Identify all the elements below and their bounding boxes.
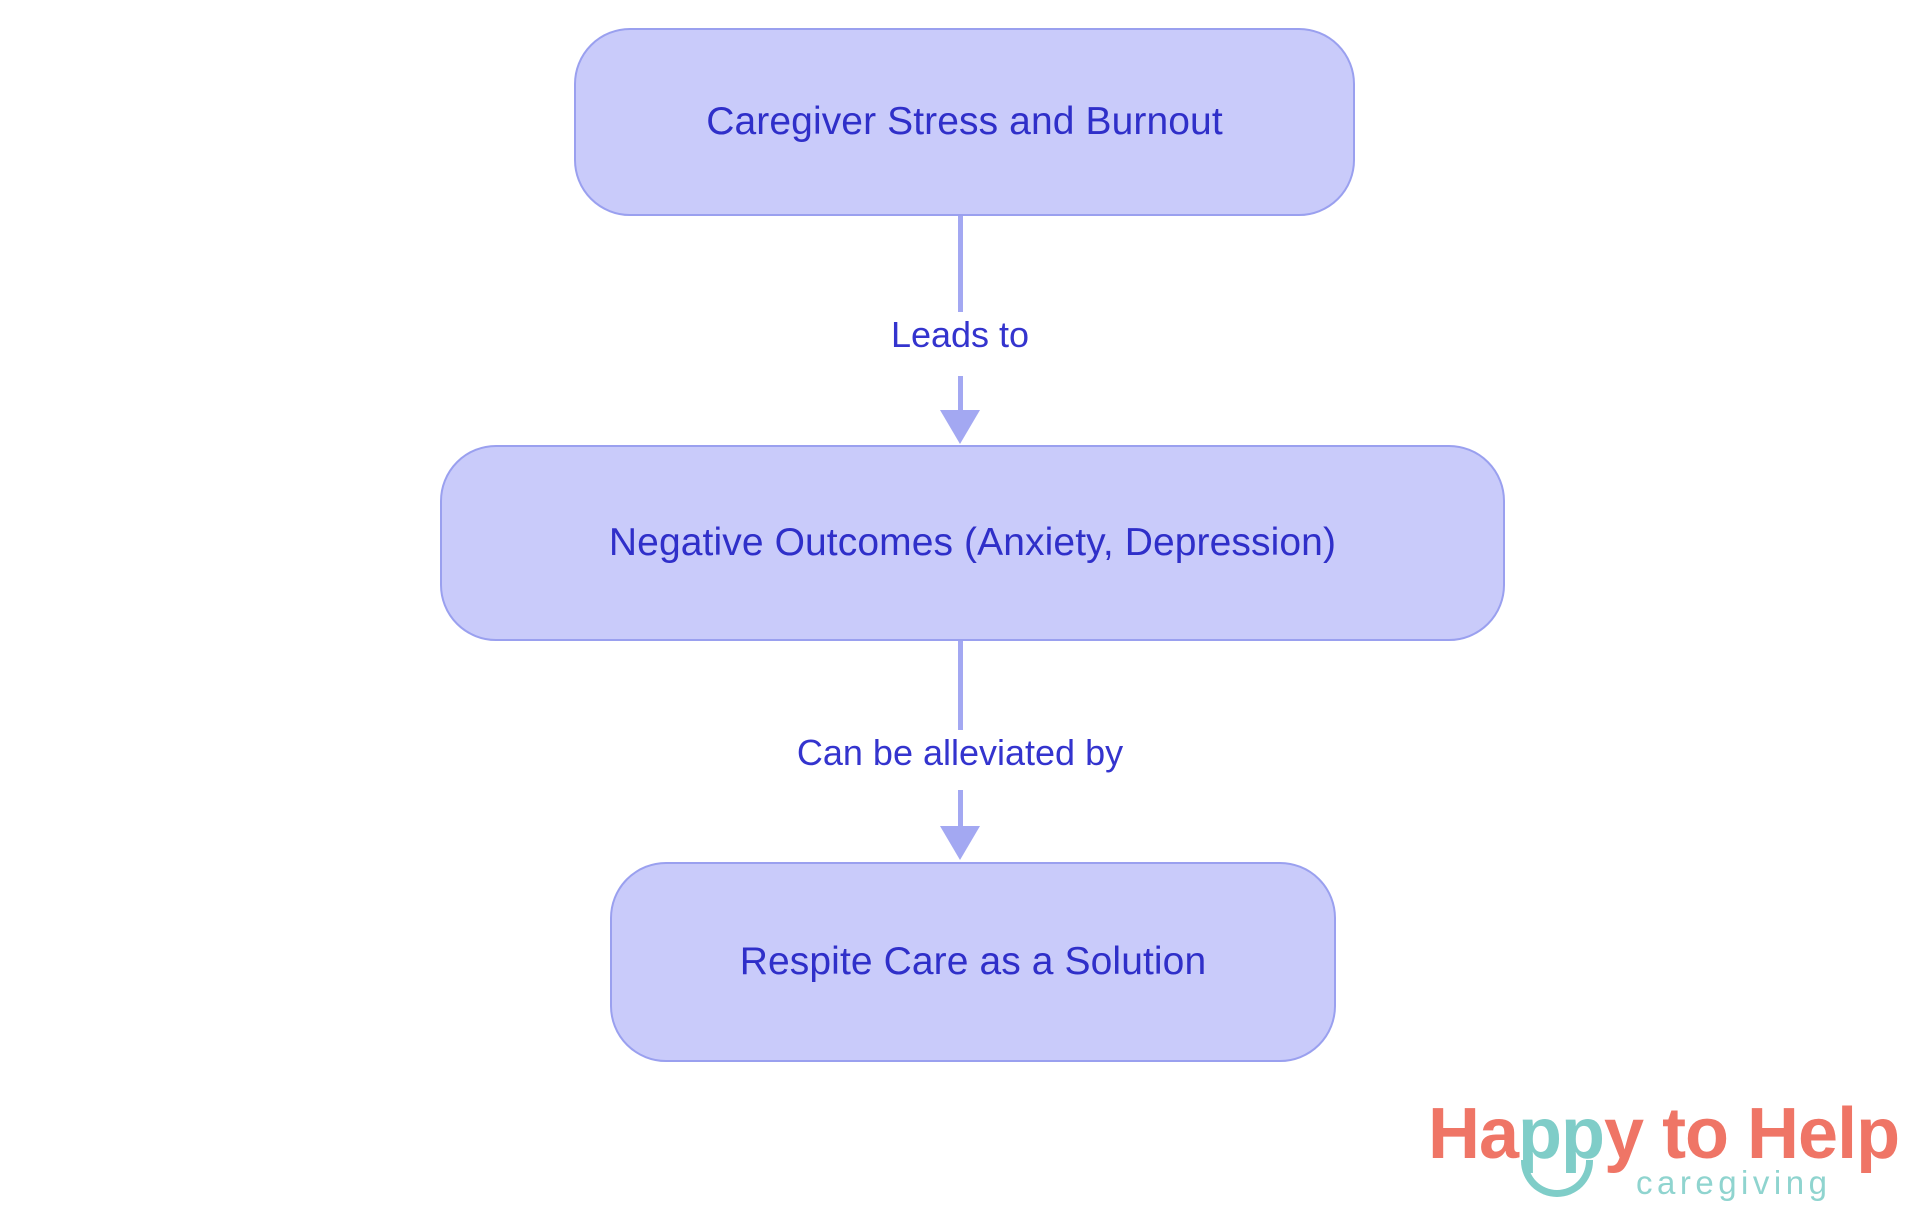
arrowhead-down-icon — [940, 826, 980, 860]
edge-line-lower-segment — [958, 376, 963, 412]
edge-line-lower-segment — [958, 790, 963, 828]
brand-tagline: caregiving — [1636, 1164, 1832, 1201]
node-caregiver-stress-and-burnout[interactable]: Caregiver Stress and Burnout — [574, 28, 1355, 216]
brand-wordmark: Happy to Help — [1428, 1098, 1900, 1170]
node-label: Negative Outcomes (Anxiety, Depression) — [608, 520, 1337, 564]
node-label: Caregiver Stress and Burnout — [706, 99, 1223, 143]
edge-line-upper-segment — [958, 216, 963, 336]
brand-wordmark-part-2: pp — [1518, 1094, 1605, 1174]
node-respite-care-as-a-solution[interactable]: Respite Care as a Solution — [610, 862, 1336, 1062]
arrowhead-down-icon — [940, 410, 980, 444]
smile-arc-icon — [1521, 1160, 1593, 1197]
node-label: Respite Care as a Solution — [739, 939, 1207, 983]
brand-wordmark-part-1: Ha — [1428, 1094, 1519, 1174]
brand-wordmark-part-3: y to Help — [1604, 1094, 1900, 1174]
edge-label-can-be-alleviated-by: Can be alleviated by — [786, 730, 1134, 776]
edge-line-upper-segment — [958, 641, 963, 740]
node-negative-outcomes[interactable]: Negative Outcomes (Anxiety, Depression) — [440, 445, 1505, 641]
edge-label-leads-to: Leads to — [880, 312, 1040, 358]
brand-logo: Happy to Help caregiving — [1428, 1098, 1904, 1208]
